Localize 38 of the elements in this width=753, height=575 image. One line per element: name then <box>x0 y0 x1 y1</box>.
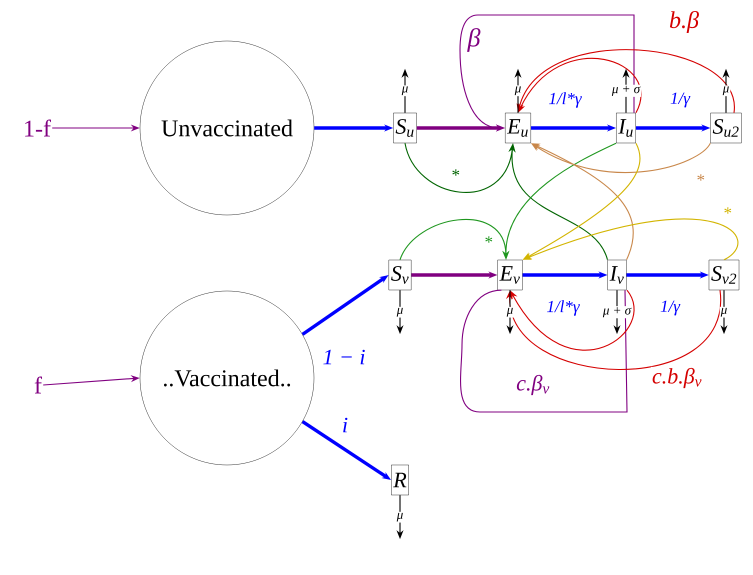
rate-label: μ + σ <box>602 306 632 318</box>
edge-label: * <box>722 206 732 220</box>
edge-label: 1/γ <box>659 300 681 316</box>
rate-label: μ <box>722 85 730 96</box>
compartment-box: S$_{u2}$ <box>710 112 742 144</box>
inflow-label: 1-f <box>25 120 51 136</box>
arrow <box>510 290 634 350</box>
rate-label: μ <box>396 512 404 523</box>
arrow <box>506 290 721 370</box>
rate-label: μ <box>506 306 514 318</box>
edge-label: β <box>466 27 482 53</box>
rate-label: μ <box>720 306 728 318</box>
rate-label: μ <box>514 85 522 96</box>
rate-label: μ + σ <box>610 84 642 97</box>
compartment-box: I$_{u}$ <box>616 112 636 144</box>
compartment-box: S$_{u}$ <box>393 112 417 144</box>
edge-label: 1/l*γ <box>547 91 583 109</box>
edge-label: 1/γ <box>669 92 691 108</box>
edge-label: c.β$_{v}$ <box>515 374 551 396</box>
edge-label: 1 − i <box>322 348 366 366</box>
edge-label: * <box>482 235 494 249</box>
edge-label: b.β <box>668 10 700 34</box>
compartment-box: S$_{v2}$ <box>708 260 740 290</box>
compartment-box: S$_{v}$ <box>388 260 412 290</box>
edge-label: * <box>694 173 706 187</box>
compartment-box: I$_{v}$ <box>607 260 627 290</box>
edge-label: 1/l*γ <box>545 299 581 317</box>
arrow <box>518 58 642 113</box>
edge-label: i <box>340 416 350 434</box>
edge-label: c.b.β$_{v}$ <box>650 366 704 390</box>
rate-label: μ <box>396 306 404 318</box>
rate-label: μ <box>400 85 410 96</box>
inflow-label: f <box>34 376 42 394</box>
edge-label: * <box>450 168 460 182</box>
arrow <box>516 49 735 113</box>
compartment-box: E$_{v}$ <box>497 260 523 290</box>
compartment-box: E$_{u}$ <box>504 112 532 144</box>
compartment-box: R <box>391 464 409 496</box>
